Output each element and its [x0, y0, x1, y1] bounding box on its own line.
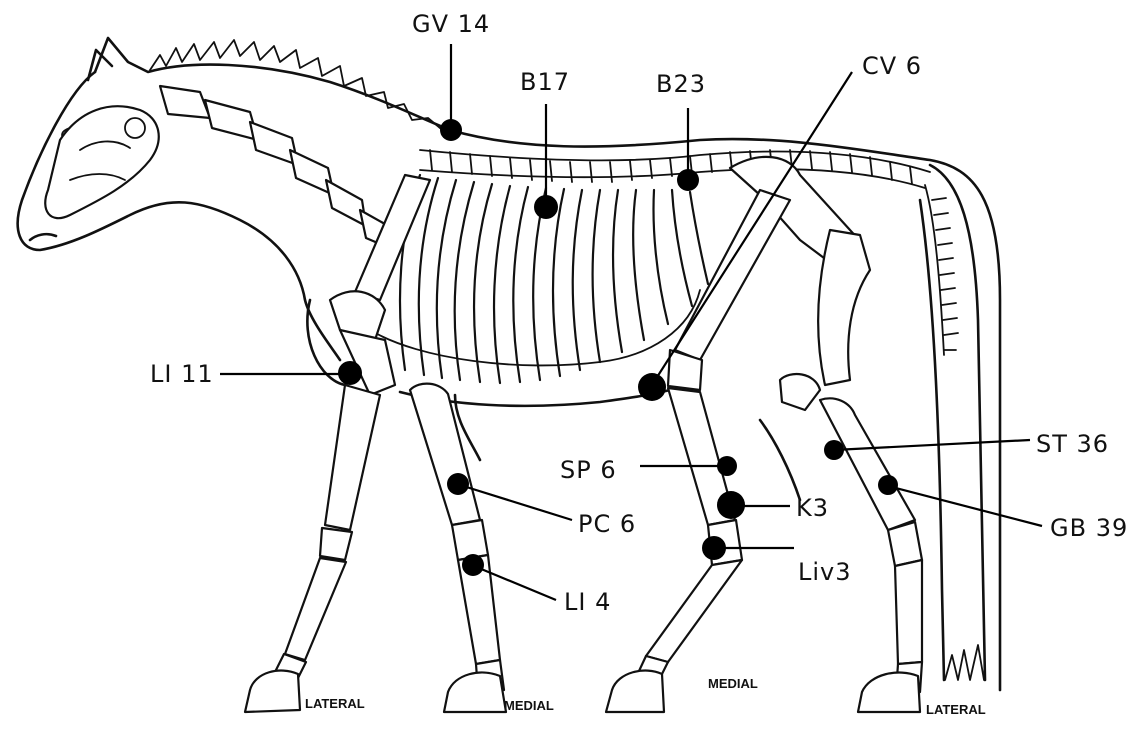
- label-liv3: Liv3: [798, 558, 852, 586]
- label-li11: LI 11: [150, 360, 214, 388]
- caption-front-left-lateral: LATERAL: [305, 696, 365, 711]
- point-cv6: [638, 373, 666, 401]
- point-sp6: [717, 456, 737, 476]
- point-k3: [717, 491, 745, 519]
- point-pc6: [447, 473, 469, 495]
- label-b23: B23: [656, 70, 706, 98]
- label-gv14: GV 14: [412, 10, 490, 38]
- label-pc6: PC 6: [578, 510, 636, 538]
- point-liv3: [702, 536, 726, 560]
- point-st36: [824, 440, 844, 460]
- point-gv14: [440, 119, 462, 141]
- label-st36: ST 36: [1036, 430, 1109, 458]
- point-li4: [462, 554, 484, 576]
- point-b17: [534, 195, 558, 219]
- label-gb39: GB 39: [1050, 514, 1128, 542]
- label-sp6: SP 6: [560, 456, 617, 484]
- point-li11: [338, 361, 362, 385]
- caption-front-right-medial: MEDIAL: [504, 698, 554, 713]
- label-b17: B17: [520, 68, 570, 96]
- cervical-vertebrae: [160, 86, 394, 250]
- label-cv6: CV 6: [862, 52, 922, 80]
- caption-hind-left-medial: MEDIAL: [708, 676, 758, 691]
- label-k3: K3: [796, 494, 829, 522]
- caption-hind-right-lateral: LATERAL: [926, 702, 986, 717]
- hind-legs: [606, 157, 922, 712]
- skull: [45, 106, 158, 218]
- point-b23: [677, 169, 699, 191]
- point-gb39: [878, 475, 898, 495]
- label-li4: LI 4: [564, 588, 611, 616]
